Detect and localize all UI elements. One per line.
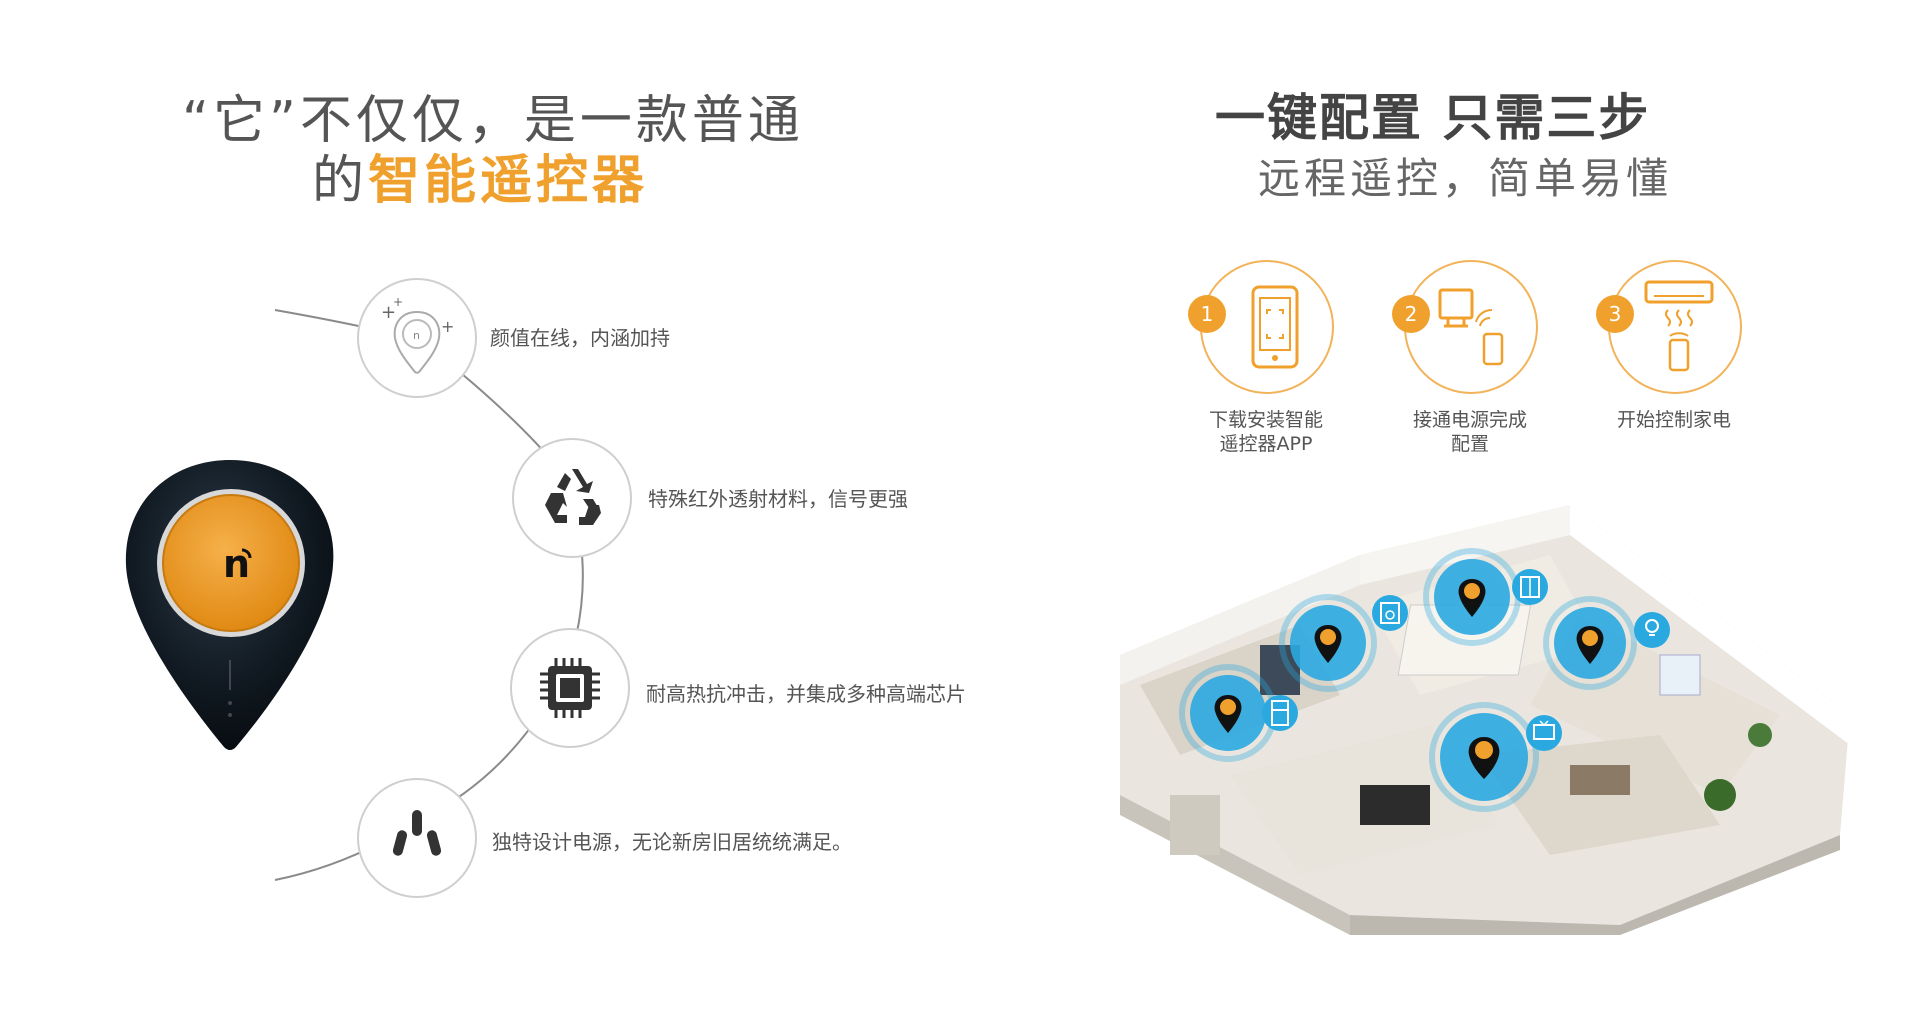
feature-circle-design: n + + + — [357, 278, 477, 398]
svg-text:+: + — [393, 296, 403, 309]
smartphone-icon — [1251, 285, 1299, 369]
device-sparkle-icon: n + + + — [381, 296, 454, 374]
step-1-circle — [1200, 260, 1334, 394]
step-2-label: 接通电源完成 配置 — [1412, 409, 1527, 455]
left-headline-highlight: 智能遥控器 — [368, 151, 649, 211]
svg-text:+: + — [381, 302, 396, 323]
feature-circle-material — [512, 438, 632, 558]
fridge-icon — [1262, 695, 1298, 731]
left-headline-line2: 的智能遥控器 — [312, 138, 648, 213]
washer-icon — [1372, 595, 1408, 631]
svg-text:n: n — [223, 542, 250, 586]
left-headline-line1: “它”不仅仅，是一款普通 — [182, 91, 804, 151]
step-1-number: 1 — [1188, 295, 1226, 333]
step-2-number: 2 — [1392, 295, 1430, 333]
step-1-label: 下载安装智能 遥控器APP — [1208, 409, 1323, 455]
pin-living — [1429, 702, 1539, 812]
feature-circle-chip — [510, 628, 630, 748]
feature-text-material: 特殊红外透射材料，信号更强 — [648, 487, 908, 511]
smart-remote-device: n — [125, 460, 334, 750]
feature-text-design: 颜值在线，内涵加持 — [490, 326, 670, 350]
tv-icon — [1526, 715, 1562, 751]
feature-circle-power — [357, 778, 477, 898]
right-headline-line2: 远程遥控，简单易懂 — [1258, 154, 1673, 203]
svg-text:+: + — [441, 317, 454, 336]
recycle-icon — [545, 469, 601, 525]
pin-study — [1543, 596, 1637, 690]
lightbulb-icon — [1634, 612, 1670, 648]
step-3-label: 开始控制家电 — [1616, 409, 1731, 431]
right-headline-line1: 一键配置 只需三步 — [1215, 89, 1651, 147]
power-plug-icon — [392, 810, 442, 856]
feature-text-power: 独特设计电源，无论新房旧居统统满足。 — [492, 830, 852, 854]
window-icon — [1512, 569, 1548, 605]
feature-text-chip: 耐高热抗冲击，并集成多种高端芯片 — [646, 682, 966, 706]
step-3-number: 3 — [1596, 295, 1634, 333]
chip-icon — [540, 658, 600, 718]
tablet-phone-icon — [1438, 288, 1504, 366]
pin-kitchen — [1179, 664, 1277, 762]
svg-text:n: n — [413, 329, 420, 342]
smart-home-floorplan — [1120, 505, 1850, 935]
left-headline-prefix: 的 — [312, 151, 369, 211]
pin-bedroom — [1423, 548, 1521, 646]
pin-dining — [1279, 594, 1377, 692]
air-conditioner-icon — [1644, 280, 1714, 372]
